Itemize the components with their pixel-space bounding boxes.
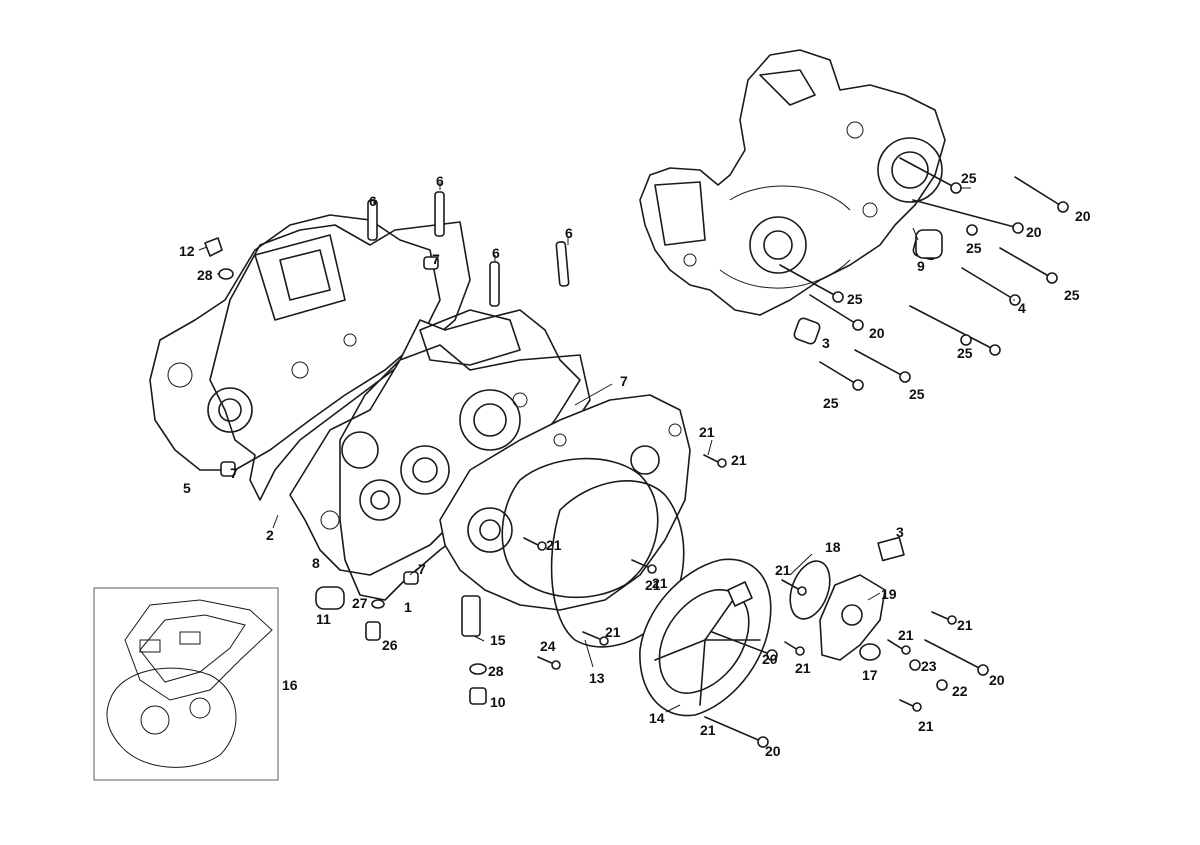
callout-25: 25 (847, 291, 863, 307)
callout-25: 25 (909, 386, 925, 402)
callout-6: 6 (369, 193, 377, 209)
callout-23: 23 (921, 658, 937, 674)
callout-24: 24 (540, 638, 556, 654)
callout-16: 16 (282, 677, 298, 693)
gasket-set-inset (93, 587, 279, 781)
callout-6: 6 (492, 245, 500, 261)
callout-21: 21 (957, 617, 973, 633)
callout-25: 25 (961, 170, 977, 186)
callout-9: 9 (917, 258, 925, 274)
washer-28a (218, 268, 234, 280)
callout-20: 20 (762, 651, 778, 667)
callout-28: 28 (197, 267, 213, 283)
callout-7: 7 (230, 465, 238, 481)
callout-14: 14 (649, 710, 665, 726)
callout-25: 25 (966, 240, 982, 256)
plug-10 (469, 687, 487, 705)
callout-19: 19 (881, 586, 897, 602)
plug-26 (365, 621, 381, 641)
callout-7: 7 (432, 251, 440, 267)
callout-20: 20 (989, 672, 1005, 688)
callout-21: 21 (645, 577, 661, 593)
callout-27: 27 (352, 595, 368, 611)
lower-bolts (523, 454, 989, 748)
callout-labels: 6 6 6 6 12 28 7 7 7 7 5 2 8 1 11 27 26 1… (179, 170, 1091, 759)
callout-8: 8 (312, 555, 320, 571)
callout-3: 3 (822, 335, 830, 351)
pin-7d (403, 571, 419, 585)
callout-5: 5 (183, 480, 191, 496)
center-crankcase (289, 309, 581, 576)
ring-27 (371, 599, 385, 609)
left-gasket (209, 221, 471, 501)
callout-2: 2 (266, 527, 274, 543)
callout-21: 21 (699, 424, 715, 440)
callout-21: 21 (605, 624, 621, 640)
callout-25: 25 (957, 345, 973, 361)
sensor-15 (461, 595, 481, 637)
callout-13: 13 (589, 670, 605, 686)
callout-6: 6 (436, 173, 444, 189)
pin-7a (423, 256, 439, 270)
callout-20: 20 (869, 325, 885, 341)
callout-18: 18 (825, 539, 841, 555)
ignition-cover (639, 558, 772, 717)
callout-12: 12 (179, 243, 195, 259)
callout-20: 20 (1075, 208, 1091, 224)
callout-21: 21 (795, 660, 811, 676)
nut-22 (936, 679, 948, 691)
callout-22: 22 (952, 683, 968, 699)
callout-7: 7 (620, 373, 628, 389)
callout-3: 3 (896, 524, 904, 540)
washer-28b (469, 663, 487, 675)
plug-3-lower (877, 536, 905, 562)
bearing-11 (315, 586, 345, 610)
callout-7: 7 (418, 561, 426, 577)
right-crankcase-half (639, 49, 946, 316)
callout-21: 21 (918, 718, 934, 734)
callout-25: 25 (1064, 287, 1080, 303)
clutch-cover (439, 394, 691, 611)
leader-lines (198, 182, 1015, 713)
dowel-pins (367, 191, 570, 307)
gasket-set-16 (106, 599, 273, 768)
callout-21: 21 (700, 722, 716, 738)
nut-23 (909, 659, 921, 671)
callout-21: 21 (731, 452, 747, 468)
callout-6: 6 (565, 225, 573, 241)
callout-10: 10 (490, 694, 506, 710)
callout-21: 21 (546, 537, 562, 553)
callout-21: 21 (898, 627, 914, 643)
callout-26: 26 (382, 637, 398, 653)
callout-11: 11 (316, 611, 331, 627)
pump-cover (819, 574, 886, 661)
callout-17: 17 (862, 667, 878, 683)
callout-28: 28 (488, 663, 504, 679)
callout-21: 21 (652, 575, 668, 591)
callout-21: 21 (775, 562, 791, 578)
callout-20: 20 (765, 743, 781, 759)
bearing-9 (915, 229, 943, 259)
bushing-12 (204, 237, 223, 257)
callout-4: 4 (1018, 300, 1026, 316)
callout-1: 1 (404, 599, 412, 615)
callout-15: 15 (490, 632, 506, 648)
callout-20: 20 (1026, 224, 1042, 240)
seal-17 (859, 643, 881, 661)
callout-25: 25 (823, 395, 839, 411)
o-ring-18 (789, 560, 831, 620)
